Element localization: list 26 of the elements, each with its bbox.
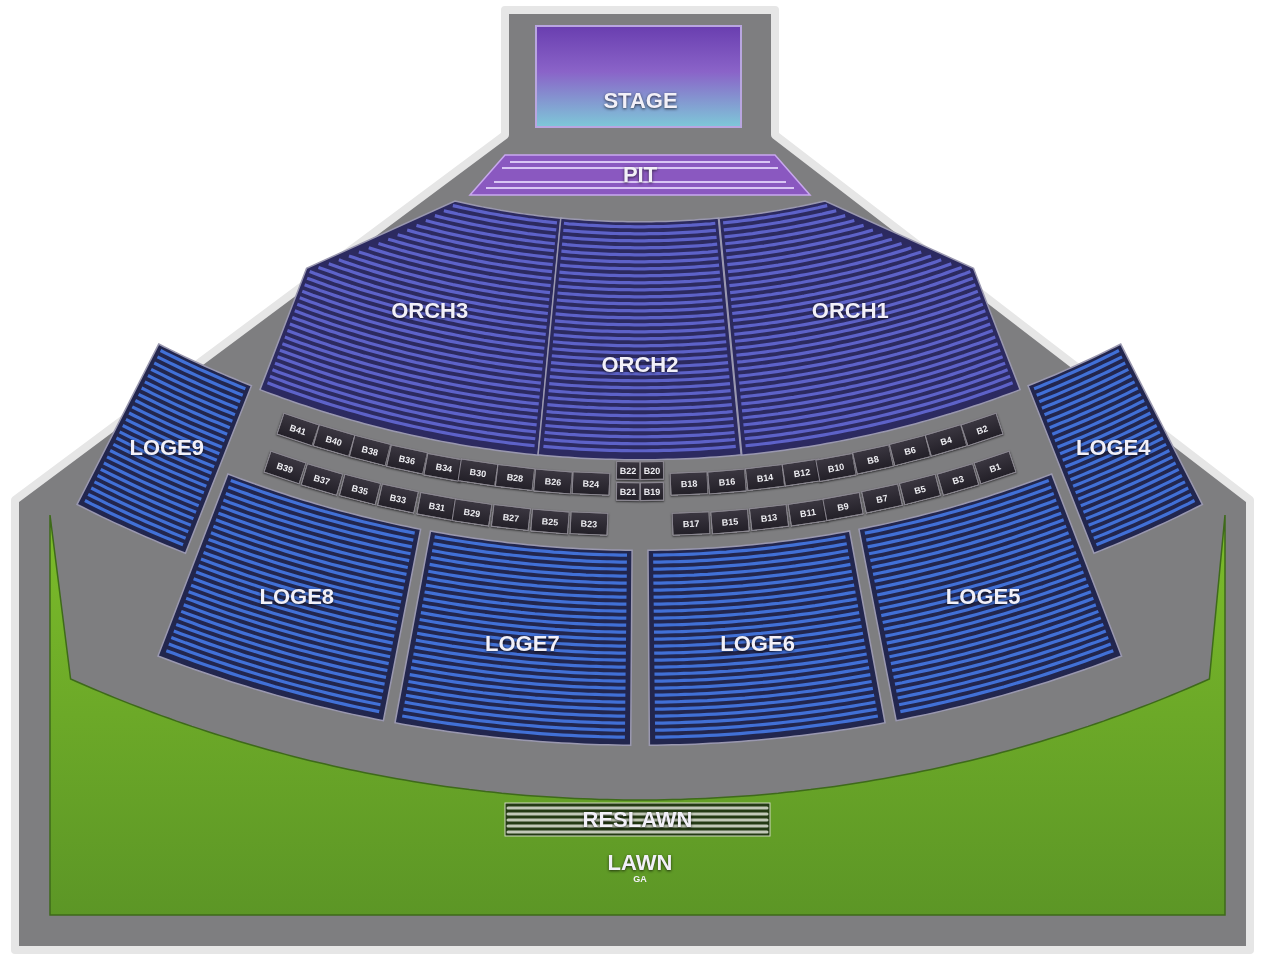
box-seating-section: B20 — [640, 461, 665, 481]
section-label: PIT — [622, 162, 658, 188]
section-label: LOGE4 — [1075, 436, 1151, 461]
section-label: LOGE8 — [259, 584, 335, 609]
stage-area — [535, 25, 742, 128]
box-seating-section: B23 — [569, 511, 609, 537]
section-label: ORCH3 — [391, 298, 469, 324]
sub-label: GA — [633, 875, 647, 886]
section-label: LOGE6 — [720, 632, 795, 657]
box-seating-section: B22 — [615, 461, 640, 481]
section-label: LOGE7 — [485, 632, 560, 657]
section-label: LOGE9 — [129, 436, 205, 461]
section-label: ORCH2 — [601, 352, 679, 378]
section-label: RESLAWN — [582, 807, 693, 832]
box-seating-section: B25 — [529, 508, 570, 535]
section-label: LAWN — [607, 850, 673, 876]
box-seating-section: B19 — [640, 482, 665, 502]
box-seating-section: B24 — [571, 471, 611, 497]
box-seating-section: B15 — [710, 508, 751, 535]
box-seating-section: B21 — [615, 482, 640, 502]
box-seating-section: B16 — [707, 468, 747, 495]
section-label: STAGE — [603, 89, 678, 114]
box-seating-section: B26 — [533, 468, 573, 495]
lawn-area — [50, 515, 1225, 915]
section-label: LOGE5 — [945, 584, 1021, 609]
section-label: ORCH1 — [811, 298, 889, 324]
